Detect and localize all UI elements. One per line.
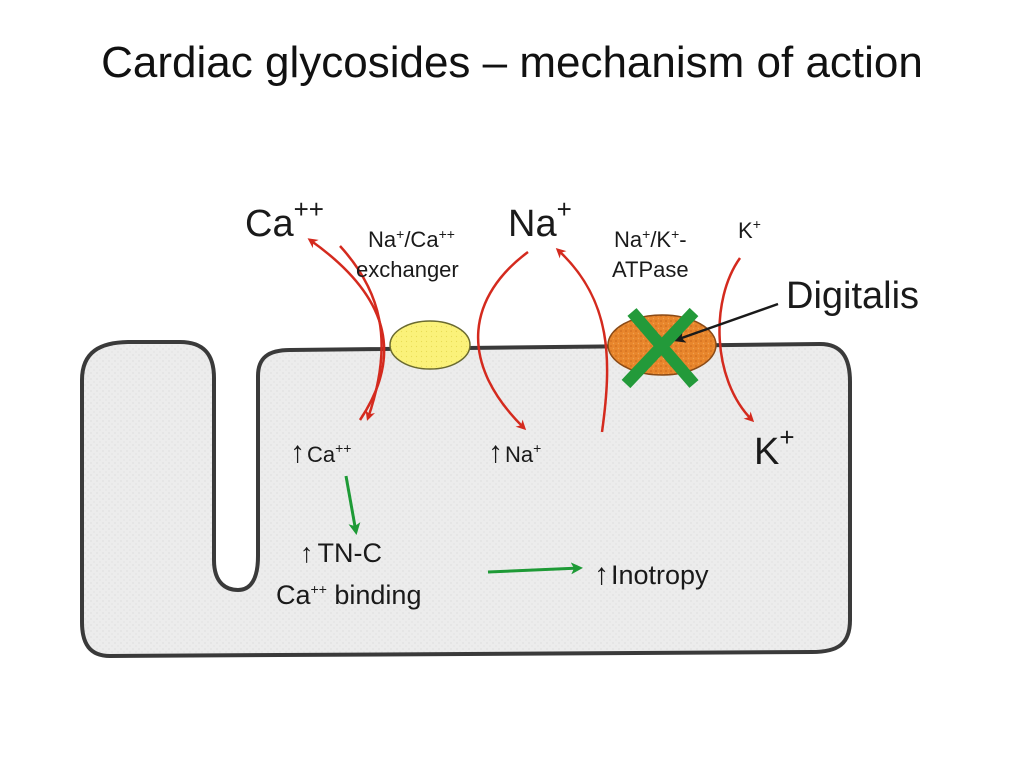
digitalis-pointer-arrow <box>673 302 779 343</box>
k-inside-label: K+ <box>754 422 795 473</box>
na-outside-label: Na+ <box>508 194 572 245</box>
tnc-label: ↑TN-C <box>300 538 382 568</box>
k-pump-influx-arrow <box>718 257 755 423</box>
cardiac-cell <box>80 340 852 659</box>
exchanger-label: Na+/Ca++ <box>368 226 455 252</box>
tnc-binding-label: Ca++ binding <box>276 580 421 610</box>
tnc-to-inotropy-arrow <box>487 562 583 575</box>
exchanger-label-line2: exchanger <box>356 257 459 282</box>
ca-influx-arrow <box>339 245 383 421</box>
na-exchanger-influx-arrow <box>476 250 529 431</box>
ca-outside-label: Ca++ <box>245 194 324 245</box>
pump-label-line2: ATPase <box>612 257 689 282</box>
ca-inside-label: ↑Ca++ <box>290 436 351 469</box>
k-outside-label: K+ <box>738 216 761 243</box>
inotropy-label: ↑Inotropy <box>594 558 709 591</box>
slide-title: Cardiac glycosides – mechanism of action <box>101 38 923 87</box>
pump-label: Na+/K+- <box>614 226 687 252</box>
na-ca-exchanger <box>389 320 471 370</box>
ca-to-tnc-arrow <box>344 475 361 535</box>
x-mark-icon <box>621 307 699 389</box>
digitalis-label: Digitalis <box>786 275 919 317</box>
na-pump-efflux-arrow <box>555 247 609 433</box>
na-inside-label: ↑Na+ <box>488 436 541 469</box>
